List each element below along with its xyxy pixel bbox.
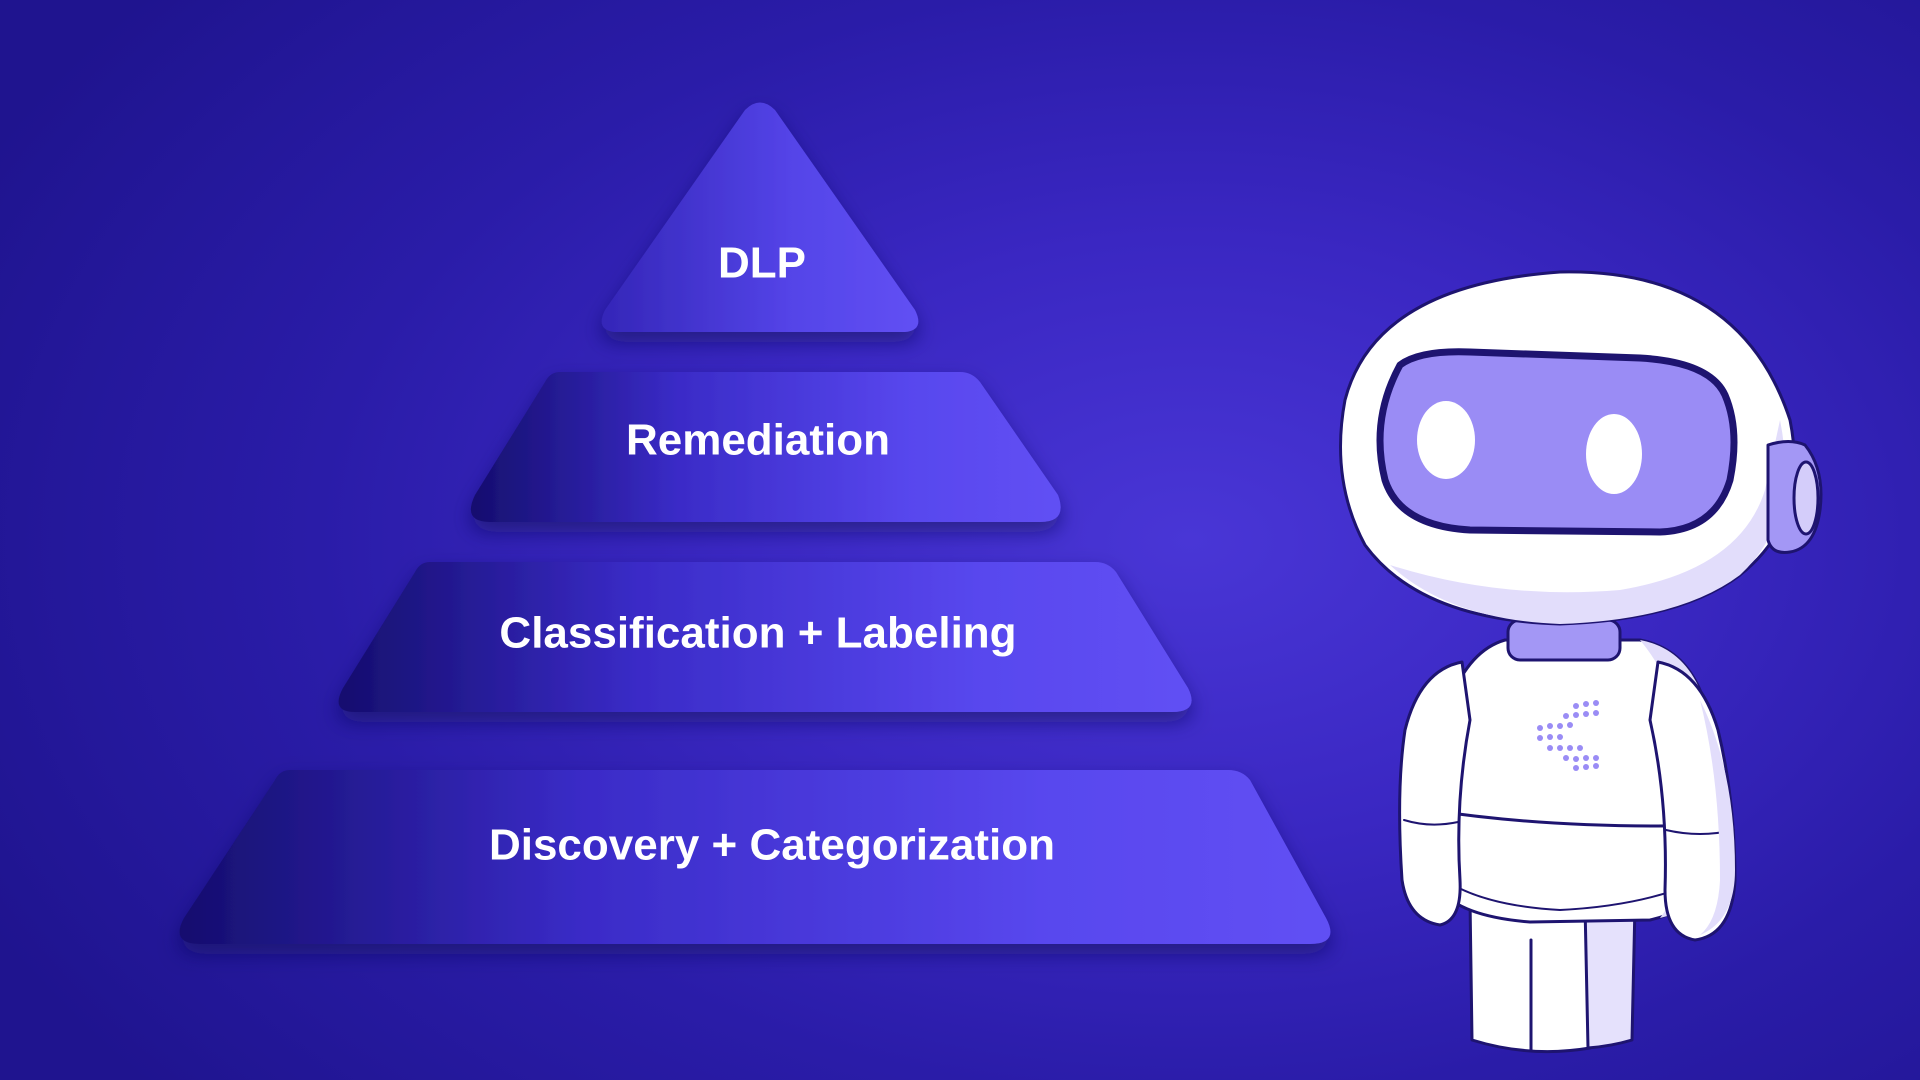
tier-label-remediation: Remediation (626, 416, 890, 465)
robot-legs (1468, 898, 1637, 1054)
robot-visor (1376, 348, 1738, 536)
tier-label-classification: Classification + Labeling (499, 609, 1016, 658)
pyramid-tier-classification (338, 562, 1192, 712)
tier-label-discovery: Discovery + Categorization (489, 821, 1055, 870)
pyramid-labels: DLP Remediation Classification + Labelin… (489, 239, 1055, 870)
pyramid-tier-remediation (470, 372, 1061, 522)
robot-mascot-icon (1339, 270, 1823, 1054)
pyramid (179, 102, 1331, 944)
robot-right-eye (1586, 414, 1642, 494)
robot-chest-logo (1537, 700, 1599, 771)
robot-neck (1506, 618, 1622, 662)
pyramid-tier-discovery (179, 770, 1331, 944)
pyramid-tier-dlp (601, 102, 919, 332)
tier-label-dlp: DLP (718, 239, 806, 288)
robot-arms (1398, 660, 1737, 942)
robot-head (1339, 270, 1823, 626)
robot-left-eye (1417, 401, 1475, 479)
